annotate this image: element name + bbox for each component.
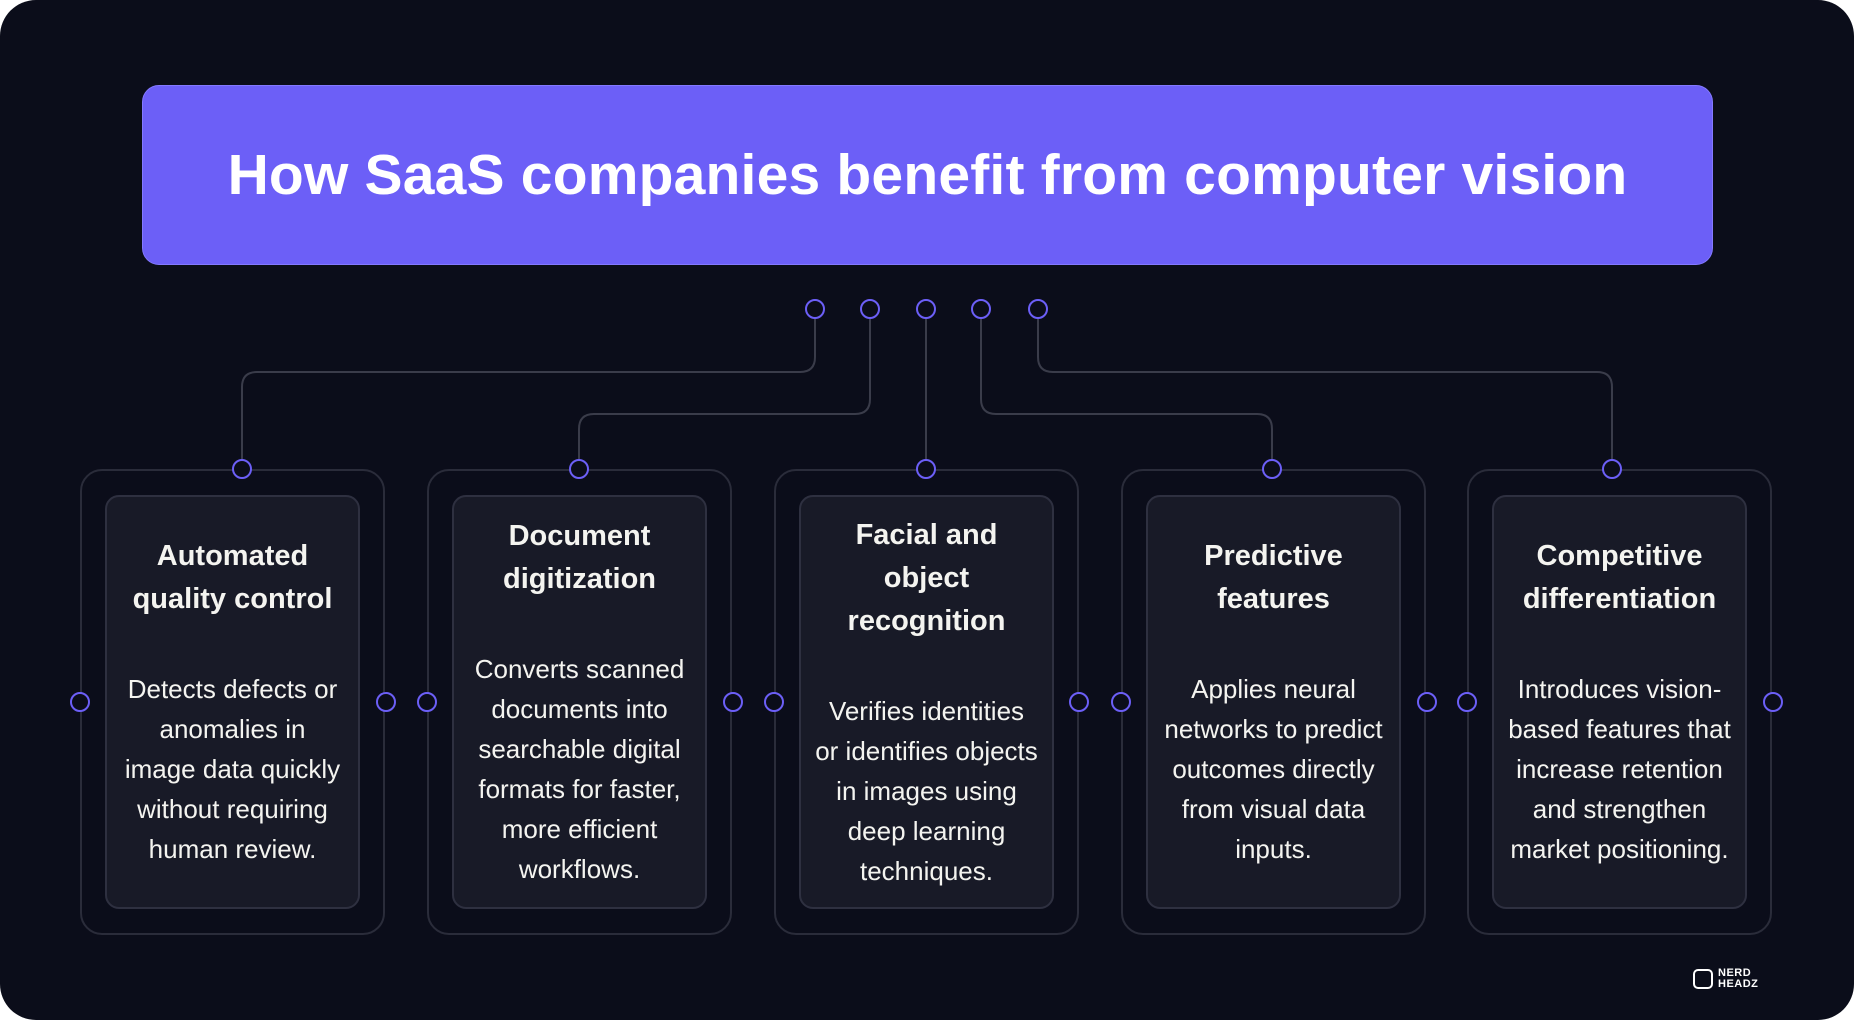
card-node-side: [1417, 692, 1437, 712]
card-node-side: [1111, 692, 1131, 712]
connector-5: [1037, 319, 1613, 469]
card-node-side: [70, 692, 90, 712]
card-body: Converts scanned documents into searchab…: [474, 654, 685, 884]
card-node-top: [1602, 459, 1622, 479]
connector-4: [980, 319, 1273, 469]
hub-node-1: [805, 299, 825, 319]
card-body: Verifies identities or identifies object…: [815, 695, 1038, 886]
hub-node-3: [916, 299, 936, 319]
logo-mark-icon: [1693, 969, 1713, 989]
hub-node-2: [860, 299, 880, 319]
card-title: Facial and object recognition: [847, 518, 1006, 637]
card-node-side: [417, 692, 437, 712]
card-title: Document digitization: [502, 520, 657, 595]
logo-line-1: NERD: [1718, 967, 1752, 979]
card-node-side: [723, 692, 743, 712]
card-node-top: [916, 459, 936, 479]
card-node-top: [232, 459, 252, 479]
card-node-side: [764, 692, 784, 712]
card-node-side: [1763, 692, 1783, 712]
card-node-side: [1457, 692, 1477, 712]
card-title: Competitive differentiation: [1522, 540, 1717, 615]
connector-2: [578, 319, 871, 469]
card-node-side: [376, 692, 396, 712]
card-body: Introduces vision-based features that in…: [1508, 674, 1731, 864]
hub-node-5: [1028, 299, 1048, 319]
diagram-title: How SaaS companies benefit from computer…: [227, 143, 1628, 207]
title-banner: How SaaS companies benefit from computer…: [142, 85, 1713, 265]
card-title: Predictive features: [1204, 540, 1343, 615]
card-body: Detects defects or anomalies in image da…: [124, 674, 341, 864]
card-title: Automated quality control: [132, 540, 333, 615]
connector-1: [241, 319, 816, 469]
card-node-top: [569, 459, 589, 479]
logo-line-2: HEADZ: [1718, 978, 1759, 990]
card-node-top: [1262, 459, 1282, 479]
card-body: Applies neural networks to predict outco…: [1164, 674, 1383, 864]
card-node-side: [1069, 692, 1089, 712]
hub-node-4: [971, 299, 991, 319]
